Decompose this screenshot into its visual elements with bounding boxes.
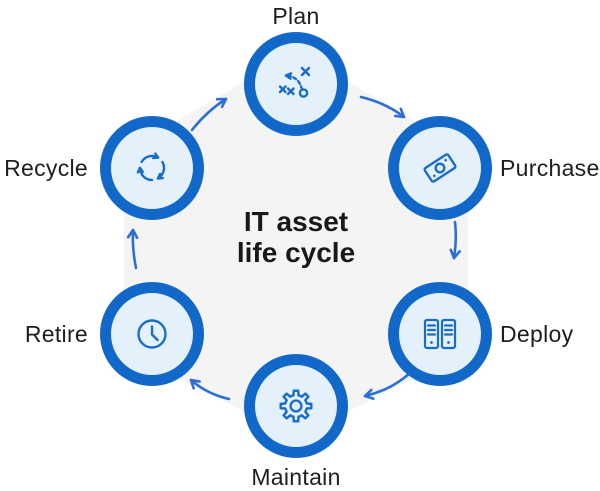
label-plan: Plan (272, 3, 320, 29)
label-maintain: Maintain (251, 464, 341, 490)
arrow-plan-to-purchase (359, 95, 406, 119)
clock-icon (137, 319, 167, 349)
label-retire: Retire (24, 321, 88, 347)
label-recycle: Recycle (4, 155, 88, 181)
arrow-deploy-to-maintain (363, 371, 412, 400)
plan-circle (244, 32, 348, 136)
node-maintain (244, 354, 348, 458)
maintain-circle (244, 354, 348, 458)
node-purchase (388, 116, 492, 220)
label-purchase: Purchase (500, 155, 600, 181)
arrow-retire-to-recycle (126, 228, 139, 270)
arrow-purchase-to-deploy (449, 220, 461, 260)
deploy-circle (388, 282, 492, 386)
diagram-title: IT asset life cycle (146, 206, 446, 268)
arrow-recycle-to-plan (190, 97, 228, 132)
node-recycle (100, 116, 204, 220)
title-line-2: life cycle (236, 237, 356, 268)
node-plan (244, 32, 348, 136)
recycle-circle (100, 116, 204, 220)
purchase-circle (388, 116, 492, 220)
banknote-icon (423, 153, 457, 183)
node-deploy (388, 282, 492, 386)
servers-icon (423, 318, 457, 350)
recycle-icon (135, 152, 171, 186)
label-deploy: Deploy (500, 321, 574, 347)
arrow-maintain-to-retire (189, 378, 231, 401)
strategy-icon (278, 66, 311, 98)
title-line-1: IT asset (243, 206, 349, 237)
node-retire (100, 282, 204, 386)
retire-circle (100, 282, 204, 386)
gear-icon (279, 389, 313, 423)
